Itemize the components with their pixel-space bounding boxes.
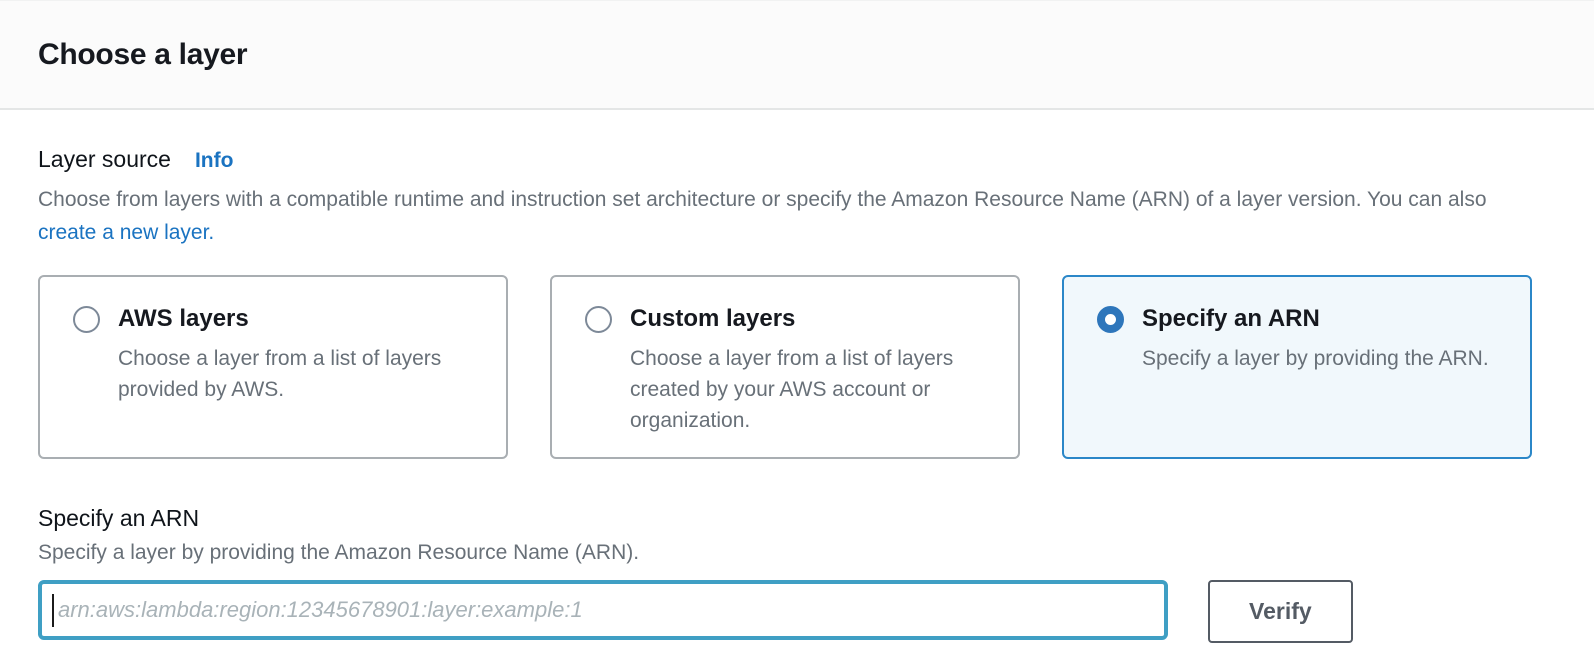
info-link[interactable]: Info	[194, 149, 234, 172]
tile-custom-layers[interactable]: Custom layers Choose a layer from a list…	[550, 275, 1020, 459]
arn-input-row: Verify	[38, 580, 1556, 643]
radio-icon[interactable]	[73, 306, 100, 333]
specify-arn-helper-text: Specify a layer by providing the Amazon …	[38, 541, 640, 564]
create-new-layer-link[interactable]: create a new layer.	[38, 221, 215, 244]
tile-label: Specify an ARN	[1142, 305, 1320, 332]
tile-content: Specify an ARN Specify a layer by provid…	[1142, 304, 1489, 374]
specify-arn-section: Specify an ARN Specify a layer by provid…	[38, 505, 1556, 643]
tile-description: Choose a layer from a list of layers cre…	[630, 347, 954, 432]
panel-header: Choose a layer	[0, 0, 1594, 110]
verify-button[interactable]: Verify	[1208, 580, 1353, 643]
tile-content: AWS layers Choose a layer from a list of…	[118, 304, 482, 405]
page-title: Choose a layer	[38, 37, 248, 71]
arn-input[interactable]	[38, 580, 1168, 640]
panel-body: Layer source Info Choose from layers wit…	[0, 110, 1594, 643]
layer-source-label: Layer source	[38, 146, 171, 172]
layer-source-description-text: Choose from layers with a compatible run…	[38, 188, 1487, 211]
tile-content: Custom layers Choose a layer from a list…	[630, 304, 994, 436]
layer-source-description: Choose from layers with a compatible run…	[38, 183, 1503, 249]
tile-specify-an-arn[interactable]: Specify an ARN Specify a layer by provid…	[1062, 275, 1532, 459]
layer-source-options: AWS layers Choose a layer from a list of…	[38, 275, 1532, 459]
specify-arn-label: Specify an ARN	[38, 505, 200, 531]
radio-selected-icon[interactable]	[1097, 306, 1124, 333]
layer-source-field-head: Layer source Info	[38, 146, 1556, 173]
tile-label: AWS layers	[118, 305, 249, 332]
tile-label: Custom layers	[630, 305, 796, 332]
radio-icon[interactable]	[585, 306, 612, 333]
tile-aws-layers[interactable]: AWS layers Choose a layer from a list of…	[38, 275, 508, 459]
tile-description: Specify a layer by providing the ARN.	[1142, 347, 1489, 370]
arn-input-wrap	[38, 580, 1168, 640]
tile-description: Choose a layer from a list of layers pro…	[118, 347, 442, 401]
